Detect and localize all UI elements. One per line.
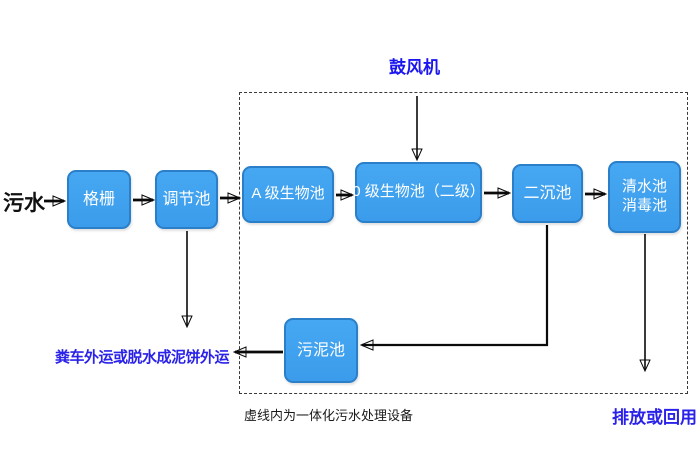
node-grid-label: 格栅 <box>82 190 115 208</box>
dashed-box-note: 虚线内为一体化污水处理设备 <box>244 408 414 423</box>
blower-label: 鼓风机 <box>389 58 440 77</box>
node-o-bio-tank-label: 0 级生物池（二级） <box>352 183 485 201</box>
node-a-bio-tank: A 级生物池 <box>242 166 334 223</box>
discharge-label: 排放或回用 <box>612 408 697 427</box>
node-clean-water-label-line1: 清水池 <box>621 178 667 196</box>
node-secondary-clarifier-label: 二沉池 <box>523 184 572 202</box>
node-sludge-tank: 污泥池 <box>284 318 358 383</box>
sludge-disposal-label: 粪车外运或脱水成泥饼外运 <box>55 349 230 366</box>
node-secondary-clarifier: 二沉池 <box>512 164 583 223</box>
influent-label: 污水 <box>3 192 45 215</box>
node-grid: 格栅 <box>67 170 131 229</box>
node-regulating-tank: 调节池 <box>155 170 218 229</box>
node-clean-water-tank: 清水池 消毒池 <box>608 161 681 233</box>
node-o-bio-tank: 0 级生物池（二级） <box>352 162 485 223</box>
integrated-equipment-boundary <box>239 92 688 394</box>
node-a-bio-tank-label: A 级生物池 <box>251 185 325 203</box>
node-sludge-tank-label: 污泥池 <box>296 341 345 359</box>
arrow-clarifier-to-sludge <box>362 225 549 345</box>
node-clean-water-label-line2: 消毒池 <box>621 197 667 214</box>
node-regulating-tank-label: 调节池 <box>162 190 211 208</box>
